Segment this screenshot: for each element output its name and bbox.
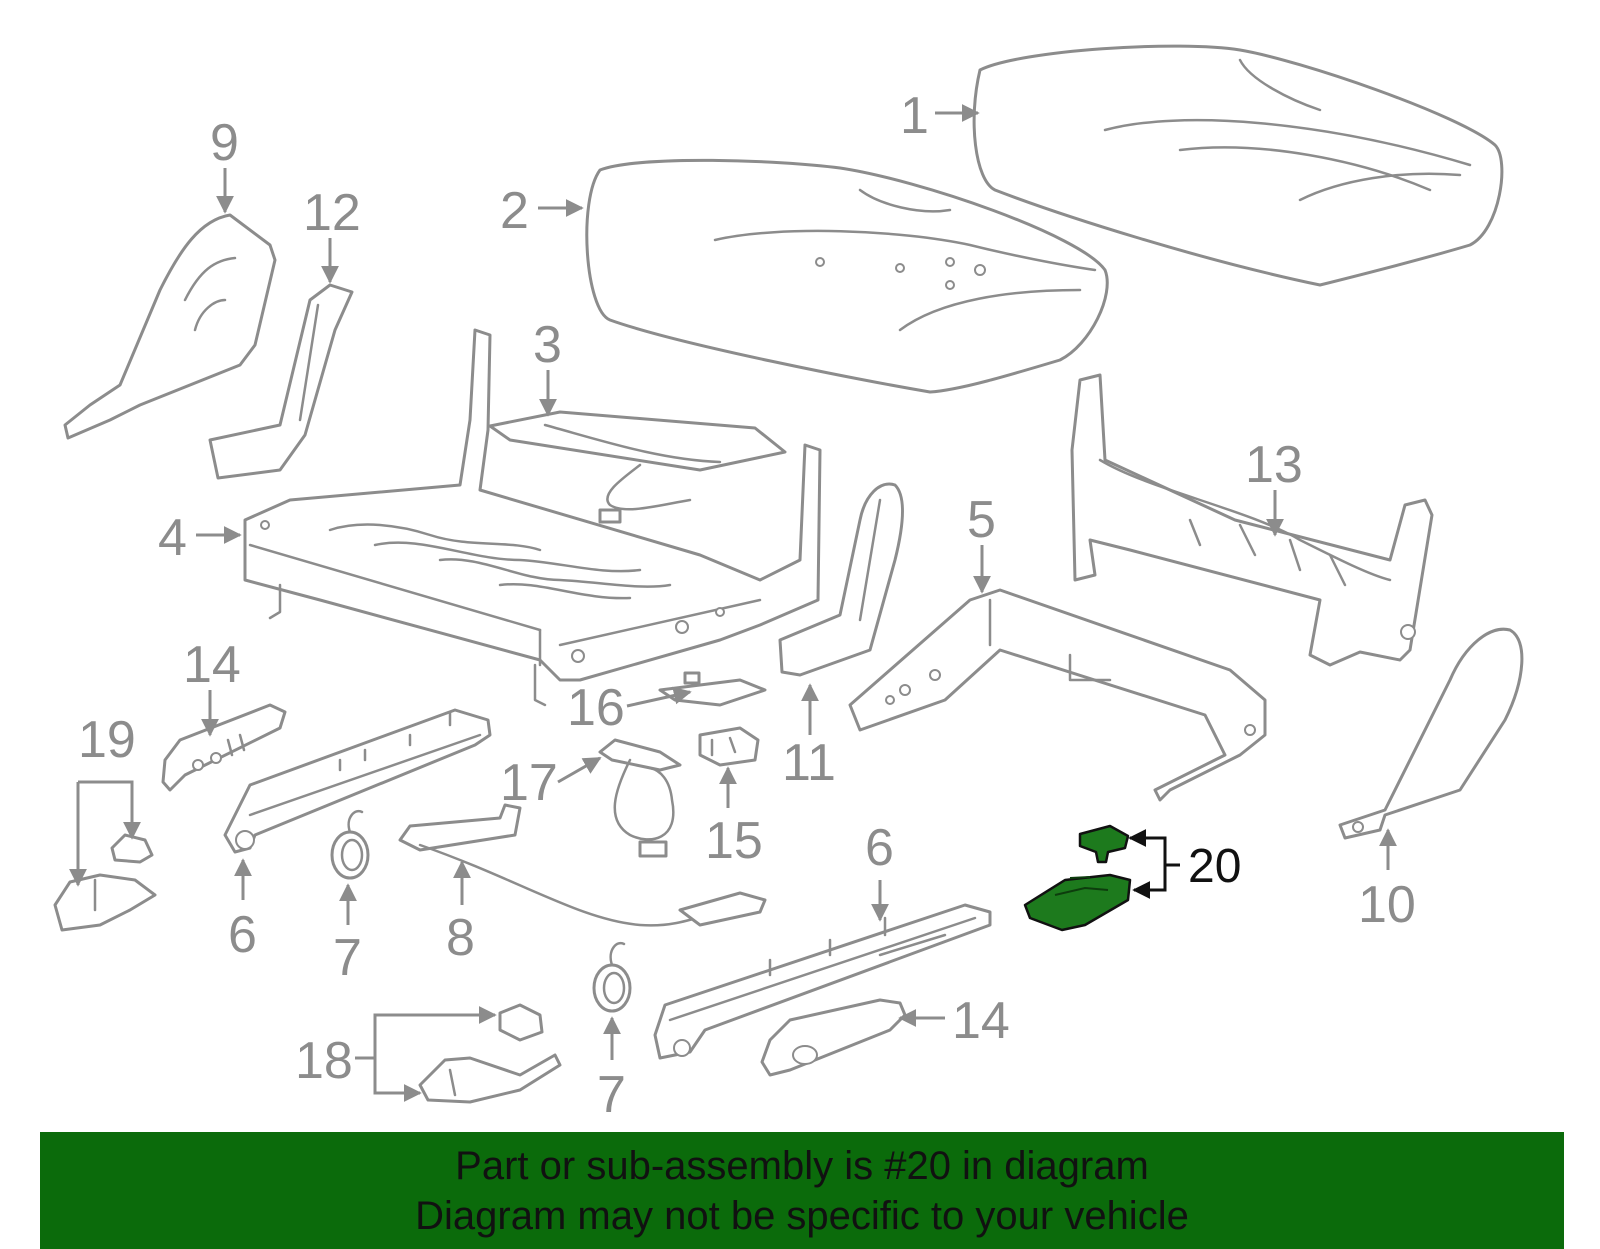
callout-5: 5 [967, 491, 996, 549]
callout-11: 11 [782, 734, 836, 792]
callout-9: 9 [210, 114, 239, 172]
callout-18: 18 [295, 1032, 353, 1090]
part-6-seat-track-lower [653, 903, 992, 1060]
part-5-frame-bar [848, 588, 1267, 802]
part-10-outer-shield [1338, 627, 1524, 840]
part-6-seat-track-upper [223, 708, 492, 854]
banner-line-part-number: Part or sub-assembly is #20 in diagram [455, 1143, 1149, 1188]
part-19-cover-large [53, 873, 157, 932]
callout-labels: 1 2 3 4 5 6 6 7 7 8 9 10 11 12 13 14 14 … [78, 87, 1416, 1124]
part-8-release-rod [398, 803, 767, 927]
part-7-spring-lower [592, 941, 632, 1013]
callout-13: 13 [1245, 436, 1303, 494]
part-19-cover-small [110, 833, 154, 864]
part-14-cover-lower [760, 998, 907, 1077]
callout-14-lower: 14 [952, 992, 1010, 1050]
callout-10: 10 [1358, 876, 1416, 934]
leader-lines-part-20 [1128, 829, 1180, 899]
callout-7-upper: 7 [333, 929, 362, 987]
part-1-cushion-cover [972, 44, 1504, 287]
callout-8: 8 [446, 909, 475, 967]
callout-1: 1 [900, 87, 929, 145]
callout-17: 17 [500, 754, 558, 812]
part-2-cushion-pad [585, 158, 1109, 394]
callout-7-lower: 7 [597, 1066, 626, 1124]
callout-6-right: 6 [865, 819, 894, 877]
callout-20: 20 [1188, 840, 1241, 893]
part-15-bracket [698, 726, 760, 767]
part-11-side-shield [778, 482, 904, 677]
callout-6-left: 6 [228, 906, 257, 964]
callout-12: 12 [303, 184, 361, 242]
callout-2: 2 [500, 182, 529, 240]
part-9-side-trim [63, 213, 277, 440]
callout-3: 3 [533, 316, 562, 374]
part-12-inner-trim [208, 283, 354, 480]
part-16-sensor-plate [658, 671, 767, 707]
part-20-highlighted [1023, 824, 1132, 932]
part-4-seat-frame [243, 328, 822, 707]
callout-14-upper: 14 [183, 636, 241, 694]
part-13-back-frame [1070, 373, 1434, 667]
callout-19: 19 [78, 711, 136, 769]
leader-lines [69, 104, 1397, 1102]
part-7-spring-upper [330, 809, 370, 880]
part-14-cover-upper [161, 703, 287, 792]
part-17-harness [598, 738, 682, 858]
callout-16: 16 [567, 679, 625, 737]
info-banner: Part or sub-assembly is #20 in diagram D… [40, 1132, 1564, 1249]
callout-4: 4 [158, 509, 187, 567]
part-18-hinge-cover-small [498, 1003, 544, 1042]
part-3-sensor-mat [488, 410, 787, 524]
banner-line-disclaimer: Diagram may not be specific to your vehi… [415, 1193, 1189, 1238]
callout-15: 15 [705, 812, 763, 870]
part-18-hinge-cover-large [418, 1053, 562, 1104]
